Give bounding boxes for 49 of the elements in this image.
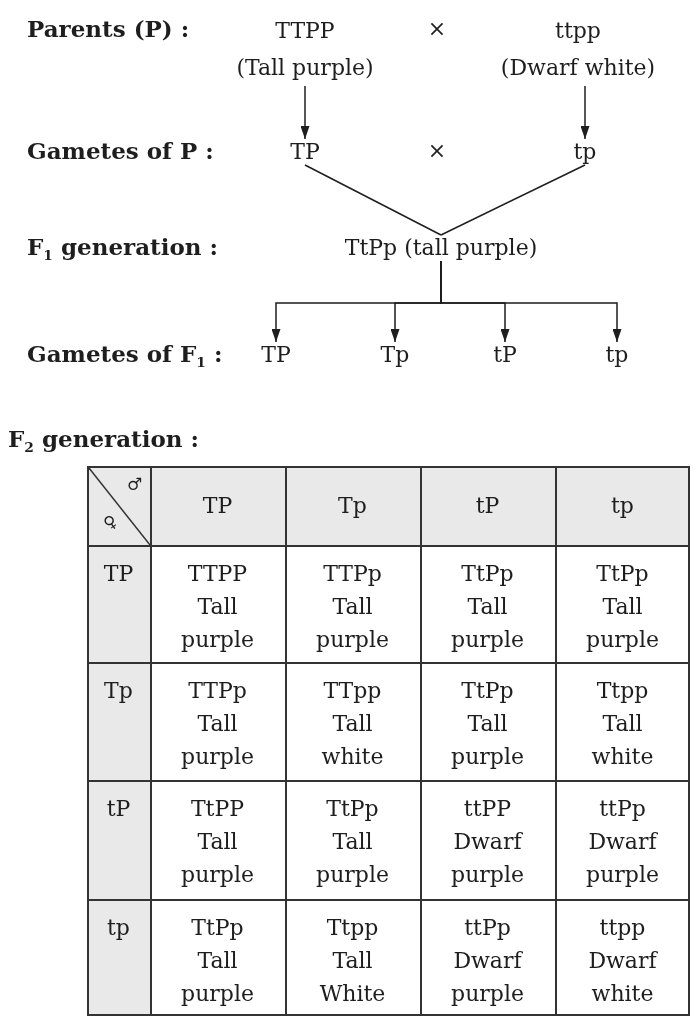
row-gamete-label: TP xyxy=(103,561,134,587)
phenotype-label: (Tall purple) xyxy=(236,54,374,82)
cross-sign: × xyxy=(427,16,447,42)
offspring-genotype-text: TTpp Tall white xyxy=(321,677,384,771)
column-gamete-label: tp xyxy=(611,492,634,519)
genotype-label: ttpp xyxy=(555,17,601,45)
offspring-genotype-text: ttPP Dwarf purple xyxy=(451,795,524,889)
offspring-genotype-text: TtPp Tall purple xyxy=(586,560,659,654)
arrow xyxy=(440,260,622,343)
column-gamete-label: Tp xyxy=(338,492,367,519)
connector-line xyxy=(440,164,586,236)
female-symbol: ♀ xyxy=(99,510,122,534)
offspring-genotype-label: TtPp (tall purple) xyxy=(344,235,538,261)
offspring-genotype-text: ttpp Dwarf white xyxy=(588,914,657,1008)
gamete-label: Tp xyxy=(380,342,410,368)
step-heading: F$_{2}$ generation : xyxy=(8,426,199,452)
genotype-label: TTPP xyxy=(275,17,335,45)
step-heading: Gametes of P : xyxy=(27,138,214,164)
gamete-label: tp xyxy=(573,139,597,165)
gamete-label: TP xyxy=(261,342,291,368)
offspring-genotype-text: TTPp Tall purple xyxy=(181,677,254,771)
row-gamete-label: tp xyxy=(107,915,130,941)
cross-sign: × xyxy=(427,138,447,164)
offspring-genotype-text: TtPP Tall purple xyxy=(181,795,254,889)
connector-line xyxy=(304,164,442,236)
step-heading: F$_{1}$ generation : xyxy=(27,234,218,260)
phenotype-label: (Dwarf white) xyxy=(500,54,656,82)
row-gamete-label: Tp xyxy=(104,678,133,704)
offspring-genotype-text: Ttpp Tall white xyxy=(591,677,654,771)
offspring-genotype-text: TtPp Tall purple xyxy=(316,795,389,889)
step-heading: Parents (P) : xyxy=(27,16,190,42)
step-heading: Gametes of F$_{1}$ : xyxy=(27,341,223,367)
row-gamete-label: tP xyxy=(106,796,131,822)
offspring-genotype-text: TtPp Tall purple xyxy=(451,560,524,654)
offspring-genotype-text: Ttpp Tall White xyxy=(319,914,386,1008)
offspring-genotype-text: TtPp Tall purple xyxy=(181,914,254,1008)
male-symbol: ♂ xyxy=(127,474,143,494)
arrow xyxy=(300,85,310,140)
offspring-genotype-text: TtPp Tall purple xyxy=(451,677,524,771)
offspring-genotype-text: ttPp Dwarf purple xyxy=(451,914,524,1008)
gamete-label: tP xyxy=(493,342,517,368)
offspring-genotype-text: TTPp Tall purple xyxy=(316,560,389,654)
offspring-genotype-text: TTPP Tall purple xyxy=(181,560,254,654)
offspring-genotype-text: ttPp Dwarf purple xyxy=(586,795,659,889)
column-gamete-label: TP xyxy=(202,492,233,519)
gamete-label: tp xyxy=(605,342,629,368)
gamete-label: TP xyxy=(290,139,320,165)
column-gamete-label: tP xyxy=(475,492,500,519)
arrow xyxy=(580,85,590,140)
